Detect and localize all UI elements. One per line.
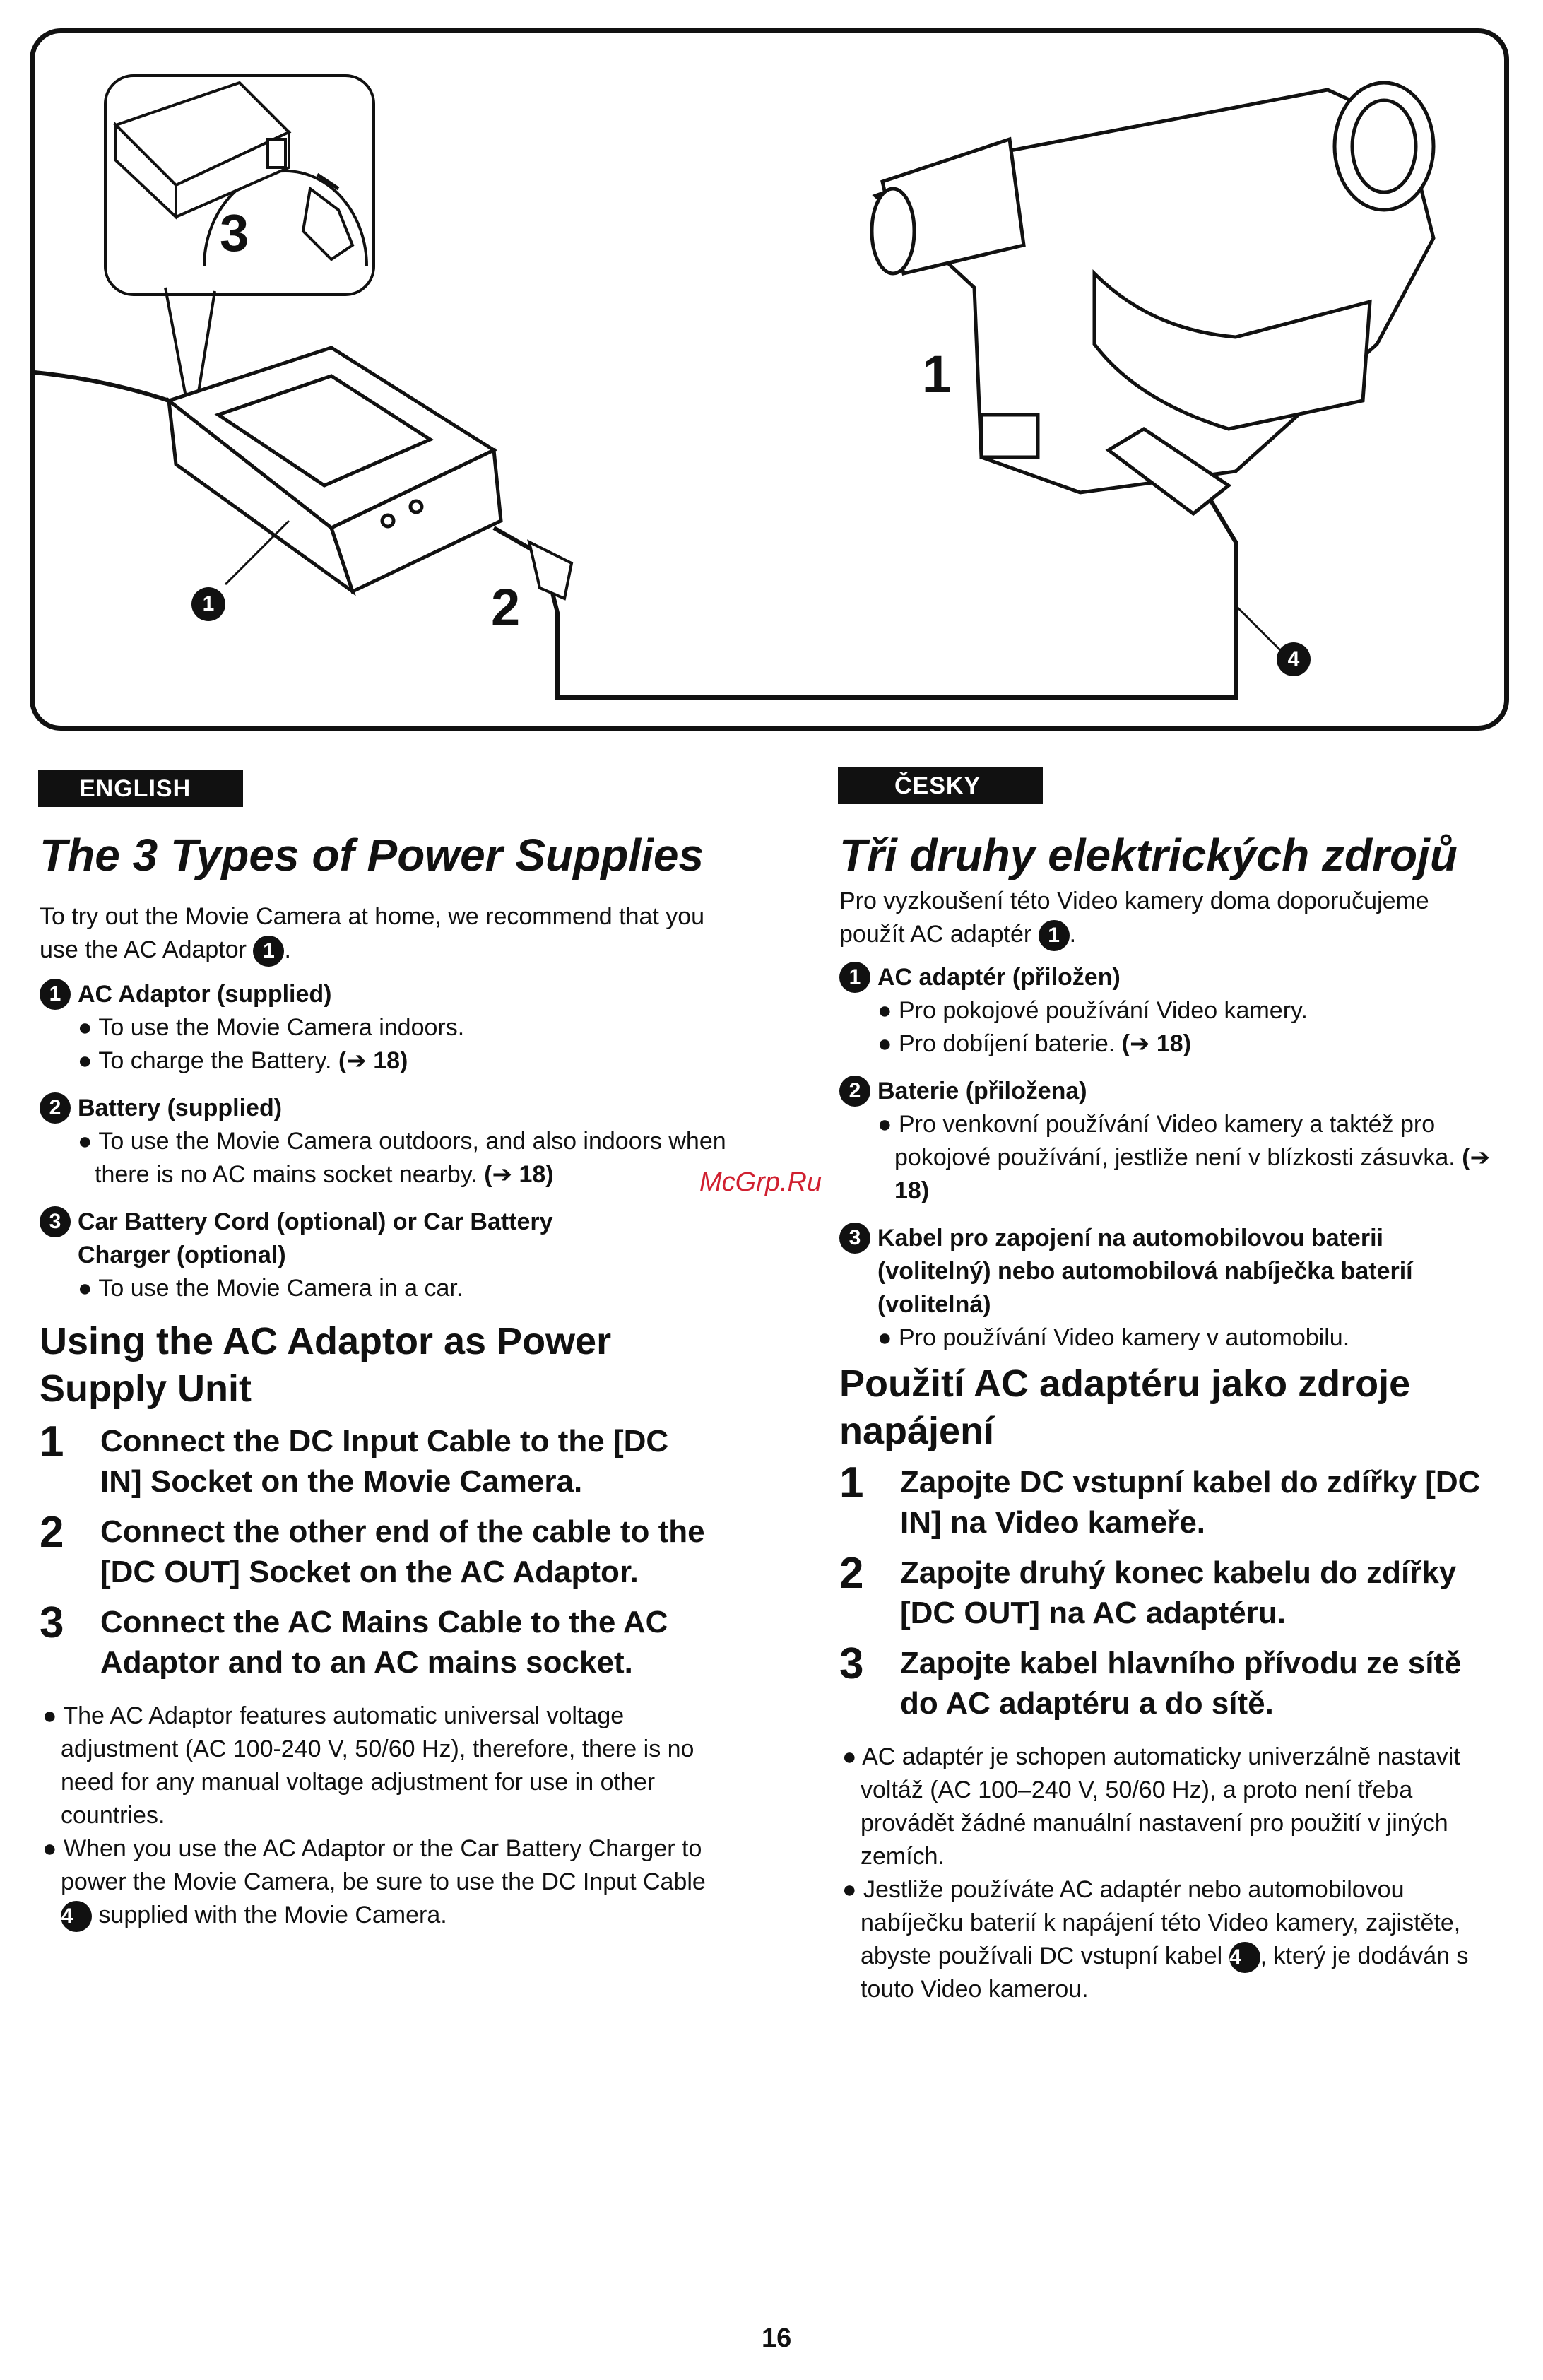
english-note-1: ● The AC Adaptor features automatic univ… <box>42 1702 694 1830</box>
connection-diagram <box>35 74 1436 700</box>
dc-input-cable <box>492 470 1238 700</box>
czech-item-3-num: 3 <box>839 1223 870 1254</box>
english-column: The 3 Types of Power Supplies To try out… <box>40 828 726 1933</box>
czech-language-tag: ČESKY <box>838 767 1043 804</box>
dc-plug <box>527 539 574 601</box>
czech-intro-ref: 1 <box>1038 920 1070 952</box>
callout-step-1: 1 <box>922 345 952 403</box>
english-notes: ● The AC Adaptor features automatic univ… <box>40 1699 718 1933</box>
czech-title: Tři druhy elektrických zdrojů <box>839 830 1458 880</box>
czech-item-1-ref: (➔ 18) <box>1121 1030 1192 1058</box>
english-item-1: 1 AC Adaptor (supplied) ● To use the Movi… <box>40 978 718 1078</box>
czech-column: Tři druhy elektrických zdrojů Pro vyzkou… <box>839 828 1511 2006</box>
callout-step-2: 2 <box>491 578 521 637</box>
inset-outline <box>203 170 368 267</box>
inset-detail-frame <box>104 74 375 296</box>
ac-mains-cable <box>35 370 170 403</box>
english-item-3-bullet-1: ● To use the Movie Camera in a car. <box>78 1275 463 1302</box>
english-item-1-bullet-2: ● To charge the Battery. (➔ 18) <box>78 1047 408 1075</box>
czech-item-1-bullet-2: ● Pro dobíjení baterie. (➔ 18) <box>877 1030 1192 1058</box>
czech-item-1-title: AC adaptér (přiložen) <box>877 964 1121 991</box>
czech-item-2: 2 Baterie (přiložena) ● Pro venkovní použ… <box>839 1075 1511 1208</box>
watermark: McGrp.Ru <box>699 1167 822 1197</box>
english-item-3-title: Car Battery Cord (optional) or Car Batte… <box>78 1208 553 1269</box>
english-note-2-ref: 4 <box>61 1901 92 1933</box>
plug-arrow <box>316 172 340 191</box>
english-item-2-title: Battery (supplied) <box>78 1095 283 1122</box>
english-item-2: 2 Battery (supplied) ● To use the Movie C… <box>40 1092 726 1191</box>
english-item-1-title: AC Adaptor (supplied) <box>78 981 332 1008</box>
english-item-1-num: 1 <box>40 979 71 1011</box>
english-title: The 3 Types of Power Supplies <box>40 830 704 880</box>
czech-item-3-bullet-1: ● Pro používání Video kamery v automobil… <box>877 1324 1350 1352</box>
czech-item-1: 1 AC adaptér (přiložen) ● Pro pokojové po… <box>839 961 1511 1061</box>
czech-item-1-bullet-1: ● Pro pokojové používání Video kamery. <box>877 997 1308 1025</box>
english-item-2-bullet-1: ● To use the Movie Camera outdoors, and … <box>78 1128 726 1189</box>
callout-ref-4: 4 <box>1277 642 1311 676</box>
czech-item-2-bullet-1: ● Pro venkovní používání Video kamery a … <box>877 1111 1491 1205</box>
page-number: 16 <box>762 2323 792 2353</box>
czech-notes: ● AC adaptér je schopen automaticky univ… <box>839 1740 1511 2006</box>
english-section-title: Using the AC Adaptor as Power Supply Uni… <box>40 1320 612 1410</box>
english-item-2-ref: (➔ 18) <box>484 1161 554 1189</box>
english-intro-text: To try out the Movie Camera at home, we … <box>40 903 705 963</box>
ac-adaptor-drawing <box>165 346 503 596</box>
czech-item-2-title: Baterie (přiložena) <box>877 1078 1087 1105</box>
english-note-2: ● When you use the AC Adaptor or the Car… <box>40 1832 718 1933</box>
english-item-1-bullet-1: ● To use the Movie Camera indoors. <box>78 1014 465 1042</box>
english-item-2-num: 2 <box>40 1092 71 1124</box>
english-language-tag: ENGLISH <box>38 770 243 807</box>
czech-item-3-title: Kabel pro zapojení na automobilovou bate… <box>877 1225 1413 1319</box>
inset-adaptor <box>113 81 355 261</box>
czech-note-2: ● Jestliže používáte AC adaptér nebo aut… <box>842 1876 1469 2003</box>
czech-note-1: ● AC adaptér je schopen automaticky univ… <box>842 1743 1460 1871</box>
illustration-frame: 3 1 2 1 4 <box>30 28 1509 731</box>
english-item-3-num: 3 <box>40 1206 71 1238</box>
callout-step-3: 3 <box>220 204 249 262</box>
english-item-1-ref: (➔ 18) <box>338 1047 408 1075</box>
czech-section-title: Použití AC adaptéru jako zdroje napájení <box>839 1362 1411 1453</box>
czech-intro-text: Pro vyzkoušení této Video kamery doma do… <box>839 888 1429 948</box>
czech-item-1-num: 1 <box>839 962 870 994</box>
movie-camera-drawing <box>870 81 1436 517</box>
czech-item-2-ref: (➔ 18) <box>894 1144 1491 1205</box>
english-intro: To try out the Movie Camera at home, we … <box>40 900 718 967</box>
english-intro-ref: 1 <box>253 936 285 967</box>
czech-item-2-num: 2 <box>839 1076 870 1107</box>
czech-note-2-ref: 4 <box>1229 1942 1260 1974</box>
callout-ref-1: 1 <box>191 587 225 621</box>
czech-intro: Pro vyzkoušení této Video kamery doma do… <box>839 885 1496 952</box>
